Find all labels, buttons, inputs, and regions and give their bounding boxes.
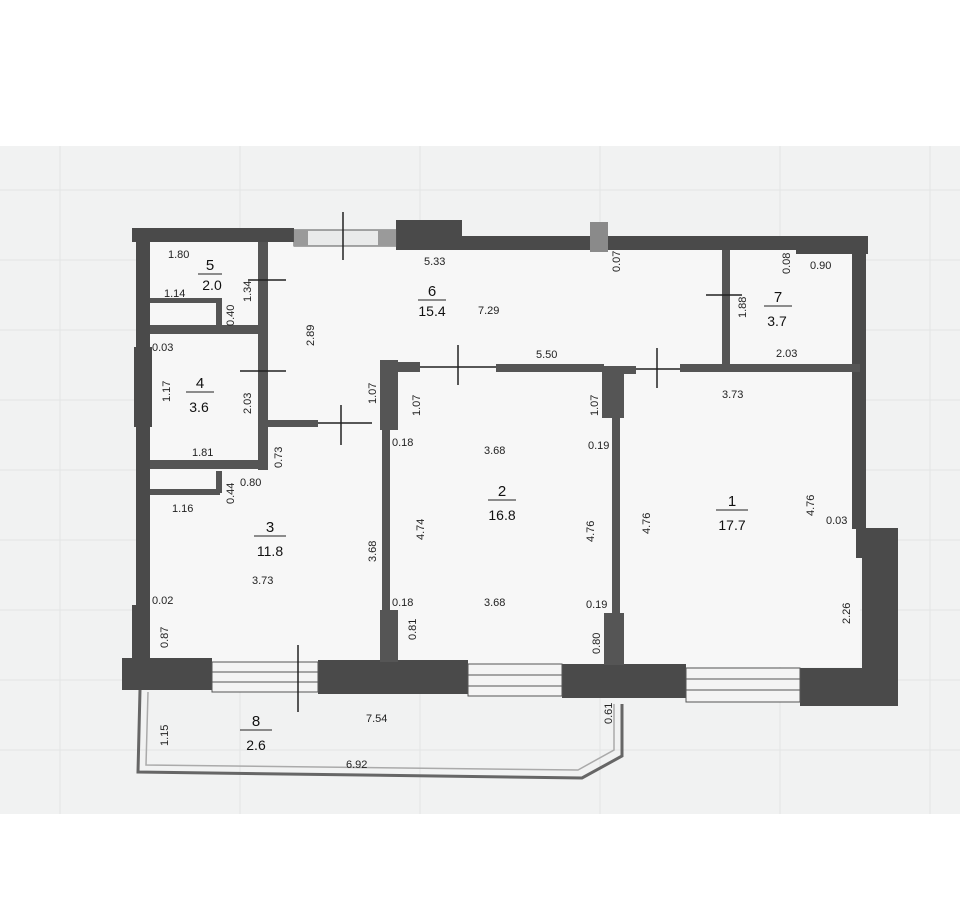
dim-r4-width: 1.81 [192, 447, 213, 459]
room-8-number: 8 [252, 713, 260, 730]
dim-wall-019-bottom: 0.19 [586, 599, 607, 611]
dim-r7-bottom: 2.03 [776, 348, 797, 360]
room-2-number: 2 [498, 483, 506, 500]
dim-r2-depth-right: 4.76 [585, 521, 597, 542]
dim-top-wall: 5.33 [424, 256, 445, 268]
dim-r6-length: 7.29 [478, 305, 499, 317]
pier-top-1 [294, 230, 308, 246]
dim-r3-corridor: 0.73 [273, 447, 285, 468]
dim-r2-depth-left: 4.74 [415, 519, 427, 540]
dim-r5-width: 1.80 [168, 249, 189, 261]
room-7-area: 3.7 [767, 313, 787, 329]
dim-wall-019-top: 0.19 [588, 440, 609, 452]
room-3-number: 3 [266, 519, 274, 536]
dim-r3-depth: 3.68 [367, 541, 379, 562]
dim-r4-depth: 2.03 [242, 393, 254, 414]
dim-balcony-side: 0.61 [603, 703, 615, 724]
dim-door-h: 1.07 [367, 383, 379, 404]
room-4-area: 3.6 [189, 399, 209, 415]
pier-top-3 [590, 222, 608, 252]
dim-pier-top: 0.07 [611, 251, 623, 272]
dim-r2-pier-left: 1.07 [411, 395, 423, 416]
dim-wall-018-top: 0.18 [392, 437, 413, 449]
dim-r3-width: 3.73 [252, 575, 273, 587]
dim-r3-shelf-depth: 0.44 [225, 483, 237, 504]
dim-r1-depth-right: 4.76 [805, 495, 817, 516]
dim-pier-080: 0.80 [591, 633, 603, 654]
room-1-number: 1 [728, 493, 736, 510]
bottom-windows [211, 661, 801, 703]
dim-r4-gap: 0.03 [152, 342, 173, 354]
dim-r2-width-bottom: 3.68 [484, 597, 505, 609]
dim-r3-shelf: 0.80 [240, 477, 261, 489]
dim-r3-pier: 0.87 [159, 627, 171, 648]
dim-r3-shelf-width: 1.16 [172, 503, 193, 515]
dim-r2-pier-right: 1.07 [589, 395, 601, 416]
dim-r1-gap: 0.03 [826, 515, 847, 527]
dim-balcony-depth: 1.15 [159, 725, 171, 746]
dim-r7-width: 0.90 [810, 260, 831, 272]
dimension-labels: 1.80 1.34 1.14 0.40 5.33 7.29 2.89 0.07 … [152, 249, 853, 771]
dim-r2-width-top: 3.68 [484, 445, 505, 457]
dim-pier-081: 0.81 [407, 619, 419, 640]
room-5-area: 2.0 [202, 277, 222, 293]
door-markers [240, 212, 742, 712]
balcony-inner [145, 691, 615, 771]
dim-r5-depth: 1.34 [242, 281, 254, 302]
room-1-area: 17.7 [718, 517, 745, 533]
dim-r7-offset: 0.08 [781, 253, 793, 274]
dim-r4-height: 1.17 [161, 381, 173, 402]
room-7-number: 7 [774, 289, 782, 306]
dim-r6-depth: 2.89 [305, 325, 317, 346]
dim-r1-width: 3.73 [722, 389, 743, 401]
dim-r5-shelf-depth: 0.40 [225, 305, 237, 326]
dim-wall-018-bottom: 0.18 [392, 597, 413, 609]
room-5-number: 5 [206, 257, 214, 274]
pier-top-2 [378, 230, 396, 246]
dim-hall-door: 5.50 [536, 349, 557, 361]
exterior-walls [122, 220, 898, 706]
dim-r1-wall: 2.26 [841, 603, 853, 624]
room-6-number: 6 [428, 283, 436, 300]
room-8-area: 2.6 [246, 737, 266, 753]
room-6-area: 15.4 [418, 303, 445, 319]
dim-balcony-length: 7.54 [366, 713, 387, 725]
interior-walls [150, 242, 860, 665]
room-4-number: 4 [196, 375, 204, 392]
room-labels: 5 2.0 6 15.4 7 3.7 4 3.6 2 16.8 1 17.7 3… [186, 257, 792, 753]
dim-r3-gap: 0.02 [152, 595, 173, 607]
room-3-area: 11.8 [257, 543, 283, 559]
dim-r7-depth: 1.88 [737, 297, 749, 318]
dim-r1-depth-left: 4.76 [641, 513, 653, 534]
balcony-outline [136, 689, 624, 780]
dim-r5-shelf: 1.14 [164, 288, 185, 300]
dim-balcony-bottom: 6.92 [346, 759, 367, 771]
room-2-area: 16.8 [488, 507, 515, 523]
